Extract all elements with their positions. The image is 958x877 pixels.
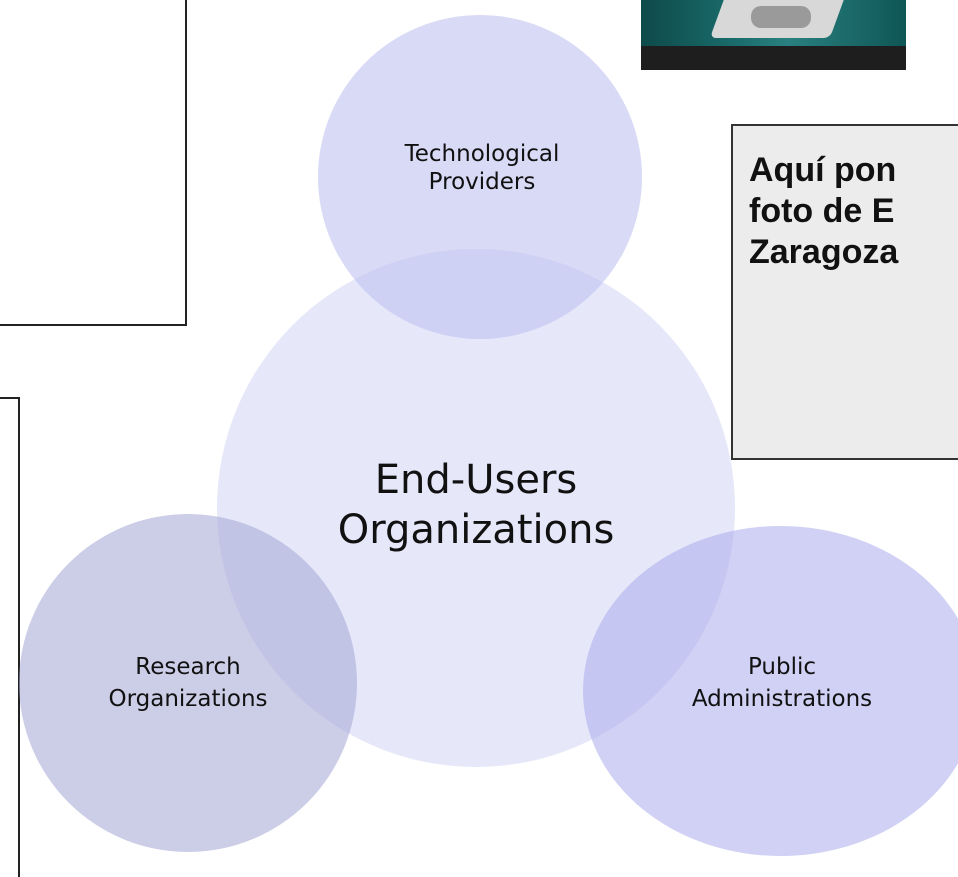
photo-device-detail — [751, 6, 811, 28]
label-research-organizations: Research Organizations — [108, 654, 268, 712]
placeholder-box-top-left — [0, 0, 187, 326]
monitor-photo — [641, 0, 906, 70]
circle-research-organizations — [19, 514, 357, 852]
circle-technological-providers — [318, 15, 642, 339]
label-technological-providers: Technological Providers — [404, 141, 560, 195]
photo-placeholder-text: Aquí pon foto de E Zaragoza — [749, 151, 899, 271]
label-public-administrations: Public Administrations — [691, 654, 873, 712]
label-end-users: End-Users Organizations — [337, 457, 615, 553]
photo-monitor-bezel — [641, 46, 906, 70]
photo-placeholder-textbox: Aquí pon foto de E Zaragoza — [731, 124, 958, 460]
circle-public-administrations — [583, 526, 958, 856]
placeholder-box-bottom-left — [0, 397, 20, 877]
